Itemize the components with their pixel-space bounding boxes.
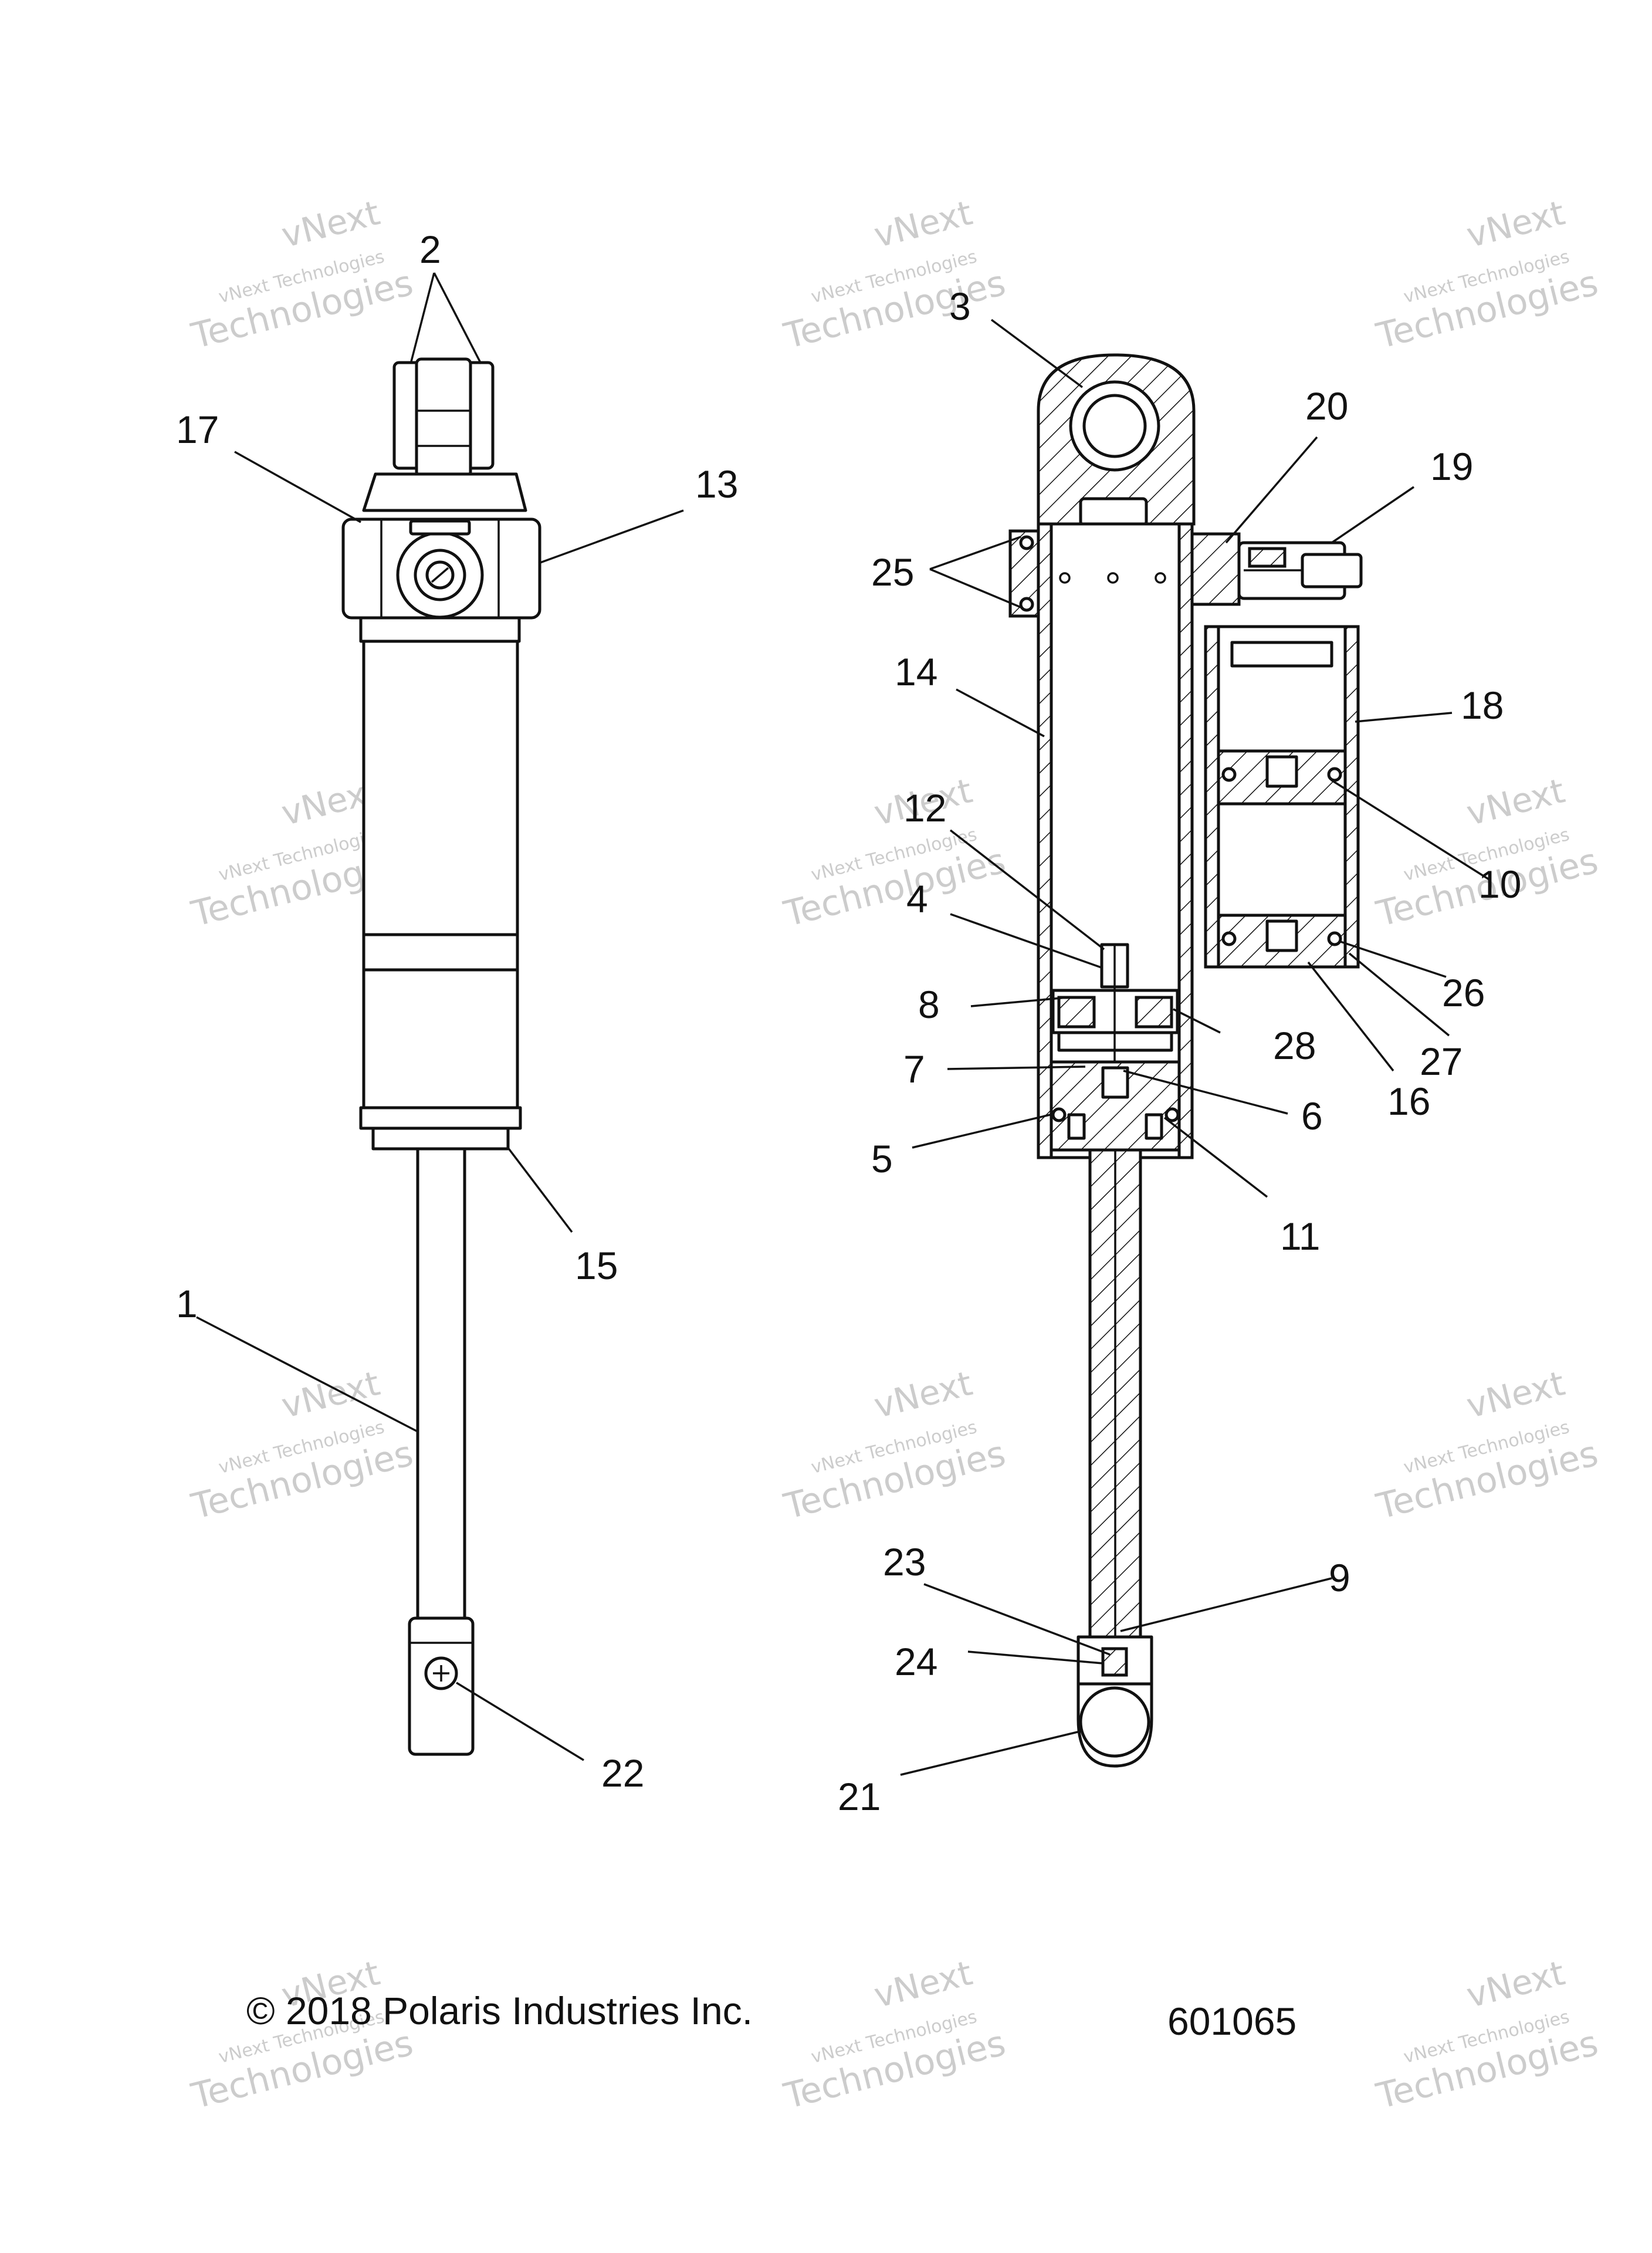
callout-16: 16 [1387, 1080, 1430, 1123]
callout-3: 3 [949, 285, 971, 328]
callout-17: 17 [176, 408, 219, 451]
svg-text:vNext: vNext [1463, 1953, 1569, 2015]
callout-28: 28 [1273, 1024, 1316, 1067]
svg-text:vNext: vNext [1463, 770, 1569, 833]
callout-24: 24 [895, 1640, 937, 1683]
callout-23: 23 [883, 1540, 926, 1584]
callout-15: 15 [575, 1244, 618, 1287]
watermark: vNext vNext Technologies Technologies [1372, 192, 1602, 357]
callout-labels: 1 2 3 4 5 6 7 8 9 10 11 12 13 14 15 16 1… [176, 228, 1521, 1818]
callout-12: 12 [903, 786, 946, 830]
watermark: vNext vNext Technologies Technologies [1372, 1363, 1602, 1527]
svg-text:vNext: vNext [870, 192, 976, 255]
left-shock-external-view [341, 357, 541, 1756]
callout-18: 18 [1461, 684, 1504, 727]
watermark: vNext vNext Technologies Technologies [780, 770, 1010, 935]
watermark: vNext vNext Technologies Technologies [1372, 770, 1602, 935]
shock-body-upper [362, 640, 519, 936]
bottom-eyelet-bore [1079, 1686, 1150, 1758]
svg-text:vNext: vNext [277, 1363, 384, 1426]
body-bottom-ring [359, 1106, 522, 1130]
watermark: vNext vNext Technologies Technologies [780, 1363, 1010, 1527]
bottom-cap [371, 1126, 510, 1151]
svg-text:vNext: vNext [870, 1363, 976, 1426]
body-collar [359, 616, 521, 643]
callout-27: 27 [1420, 1040, 1463, 1083]
callout-10: 10 [1478, 862, 1521, 906]
callout-6: 6 [1301, 1094, 1323, 1138]
reservoir-cap [1230, 641, 1333, 668]
shock-body-lower [362, 968, 519, 1109]
copyright-text: © 2018 Polaris Industries Inc. [246, 1989, 753, 2032]
watermark: vNext vNext Technologies Technologies [780, 1953, 1010, 2117]
svg-text:vNext: vNext [277, 192, 384, 255]
watermark: vNext vNext Technologies Technologies [187, 192, 417, 357]
callout-8: 8 [918, 983, 940, 1026]
callout-14: 14 [895, 650, 937, 694]
top-eyelet-core [415, 357, 472, 478]
callout-20: 20 [1305, 384, 1348, 428]
svg-text:vNext: vNext [1463, 1363, 1569, 1426]
callout-22: 22 [601, 1751, 644, 1795]
callout-11: 11 [1280, 1215, 1321, 1258]
callout-13: 13 [695, 462, 738, 506]
callout-5: 5 [871, 1137, 893, 1180]
callout-25: 25 [871, 550, 914, 594]
callout-9: 9 [1329, 1556, 1350, 1599]
adjuster-knob-section [1301, 553, 1363, 588]
svg-text:vNext: vNext [1463, 192, 1569, 255]
watermark: vNext vNext Technologies Technologies [780, 192, 1010, 357]
svg-text:vNext: vNext [870, 1953, 976, 2015]
callout-2: 2 [419, 228, 441, 271]
watermark: vNext vNext Technologies Technologies [1372, 1953, 1602, 2117]
watermark: vNext vNext Technologies Technologies [187, 1363, 417, 1527]
watermark: vNext vNext Technologies Technologies [187, 1953, 417, 2117]
callout-26: 26 [1442, 971, 1485, 1014]
callout-21: 21 [838, 1775, 881, 1818]
leader-lines [196, 272, 1491, 1776]
drawing-number: 601065 [1167, 2000, 1296, 2043]
shock-body-band [362, 933, 519, 972]
callout-19: 19 [1430, 445, 1473, 488]
shock-shaft [416, 1147, 466, 1620]
callout-1: 1 [176, 1282, 198, 1325]
callout-7: 7 [903, 1047, 925, 1091]
adjuster-housing [1190, 532, 1241, 606]
head-cap [362, 472, 527, 512]
callout-4: 4 [906, 877, 928, 921]
right-shock-cross-section [1008, 353, 1363, 1768]
